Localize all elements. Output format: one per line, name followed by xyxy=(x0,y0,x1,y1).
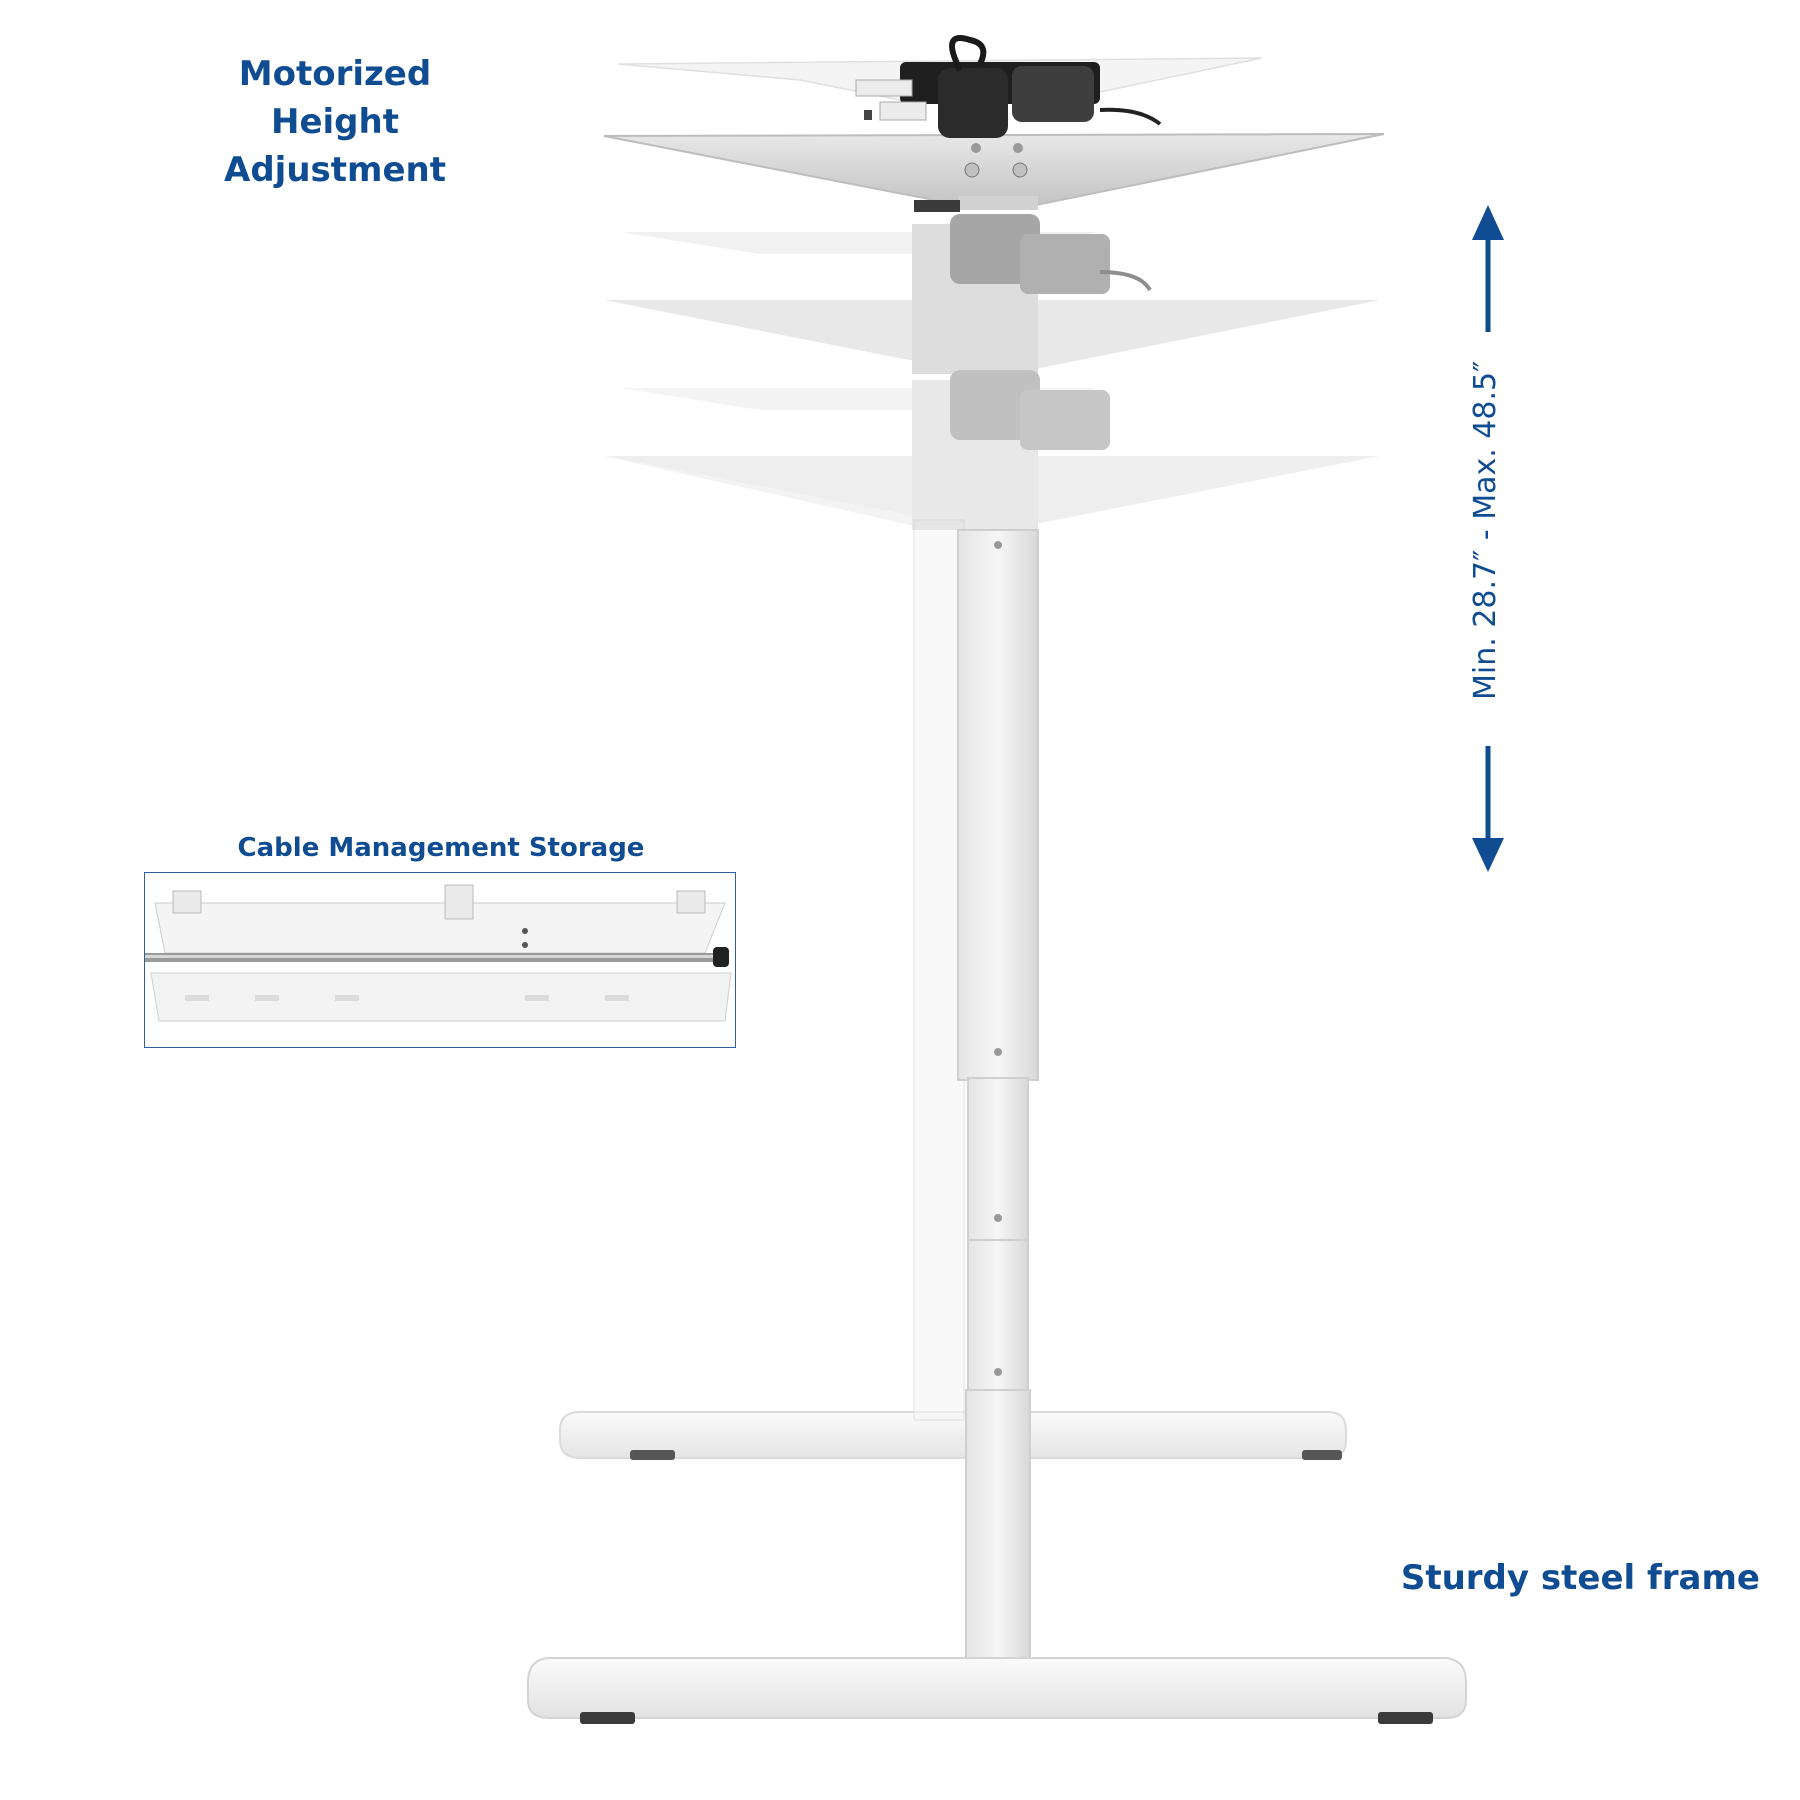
height-range-text: Min. 28.7″ - Max. 48.5″ xyxy=(1468,360,1503,700)
cable-tray-image xyxy=(145,873,735,1045)
cable-management-label: Cable Management Storage xyxy=(237,833,645,863)
leg-column xyxy=(957,529,1039,1681)
front-foot xyxy=(527,1657,1467,1724)
bracket-position-low xyxy=(604,370,1380,530)
height-range-indicator: Min. 28.7″ - Max. 48.5″ xyxy=(1468,360,1508,700)
arrow-down-icon xyxy=(1472,746,1504,872)
bracket-position-high xyxy=(603,35,1385,212)
motorized-height-heading: Motorized Height Adjustment xyxy=(160,50,510,194)
bracket-position-mid xyxy=(604,214,1380,374)
arrow-up-icon xyxy=(1472,205,1504,332)
cable-tray-inset xyxy=(144,872,736,1048)
heading-line-2: Height Adjustment xyxy=(224,102,446,190)
heading-line-1: Motorized xyxy=(238,54,432,94)
back-foot xyxy=(559,1411,1347,1460)
ghost-leg xyxy=(913,519,965,1421)
sturdy-frame-label: Sturdy steel frame xyxy=(1400,1558,1760,1598)
